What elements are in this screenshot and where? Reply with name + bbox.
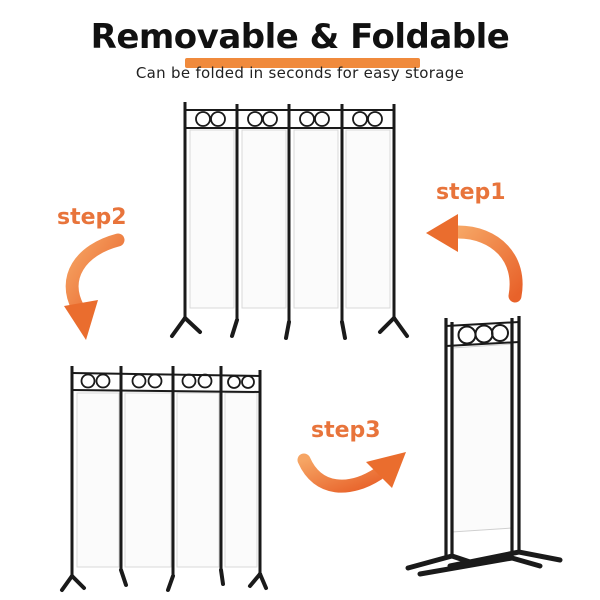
step2-label: step2 [57,205,127,230]
title-block: Removable & Foldable [0,14,600,68]
step1-arrow [426,214,523,303]
step3-label: step3 [311,418,381,443]
step3-arrow [297,452,406,493]
room-divider-half-folded [60,366,268,592]
title-highlight-bar [185,58,420,68]
room-divider-folded [405,316,563,577]
room-divider-unfolded [170,102,409,340]
page-subtitle: Can be folded in seconds for easy storag… [135,64,465,82]
step2-arrow [64,233,125,340]
step1-label: step1 [436,180,506,205]
page-title: Removable & Foldable [90,17,510,57]
